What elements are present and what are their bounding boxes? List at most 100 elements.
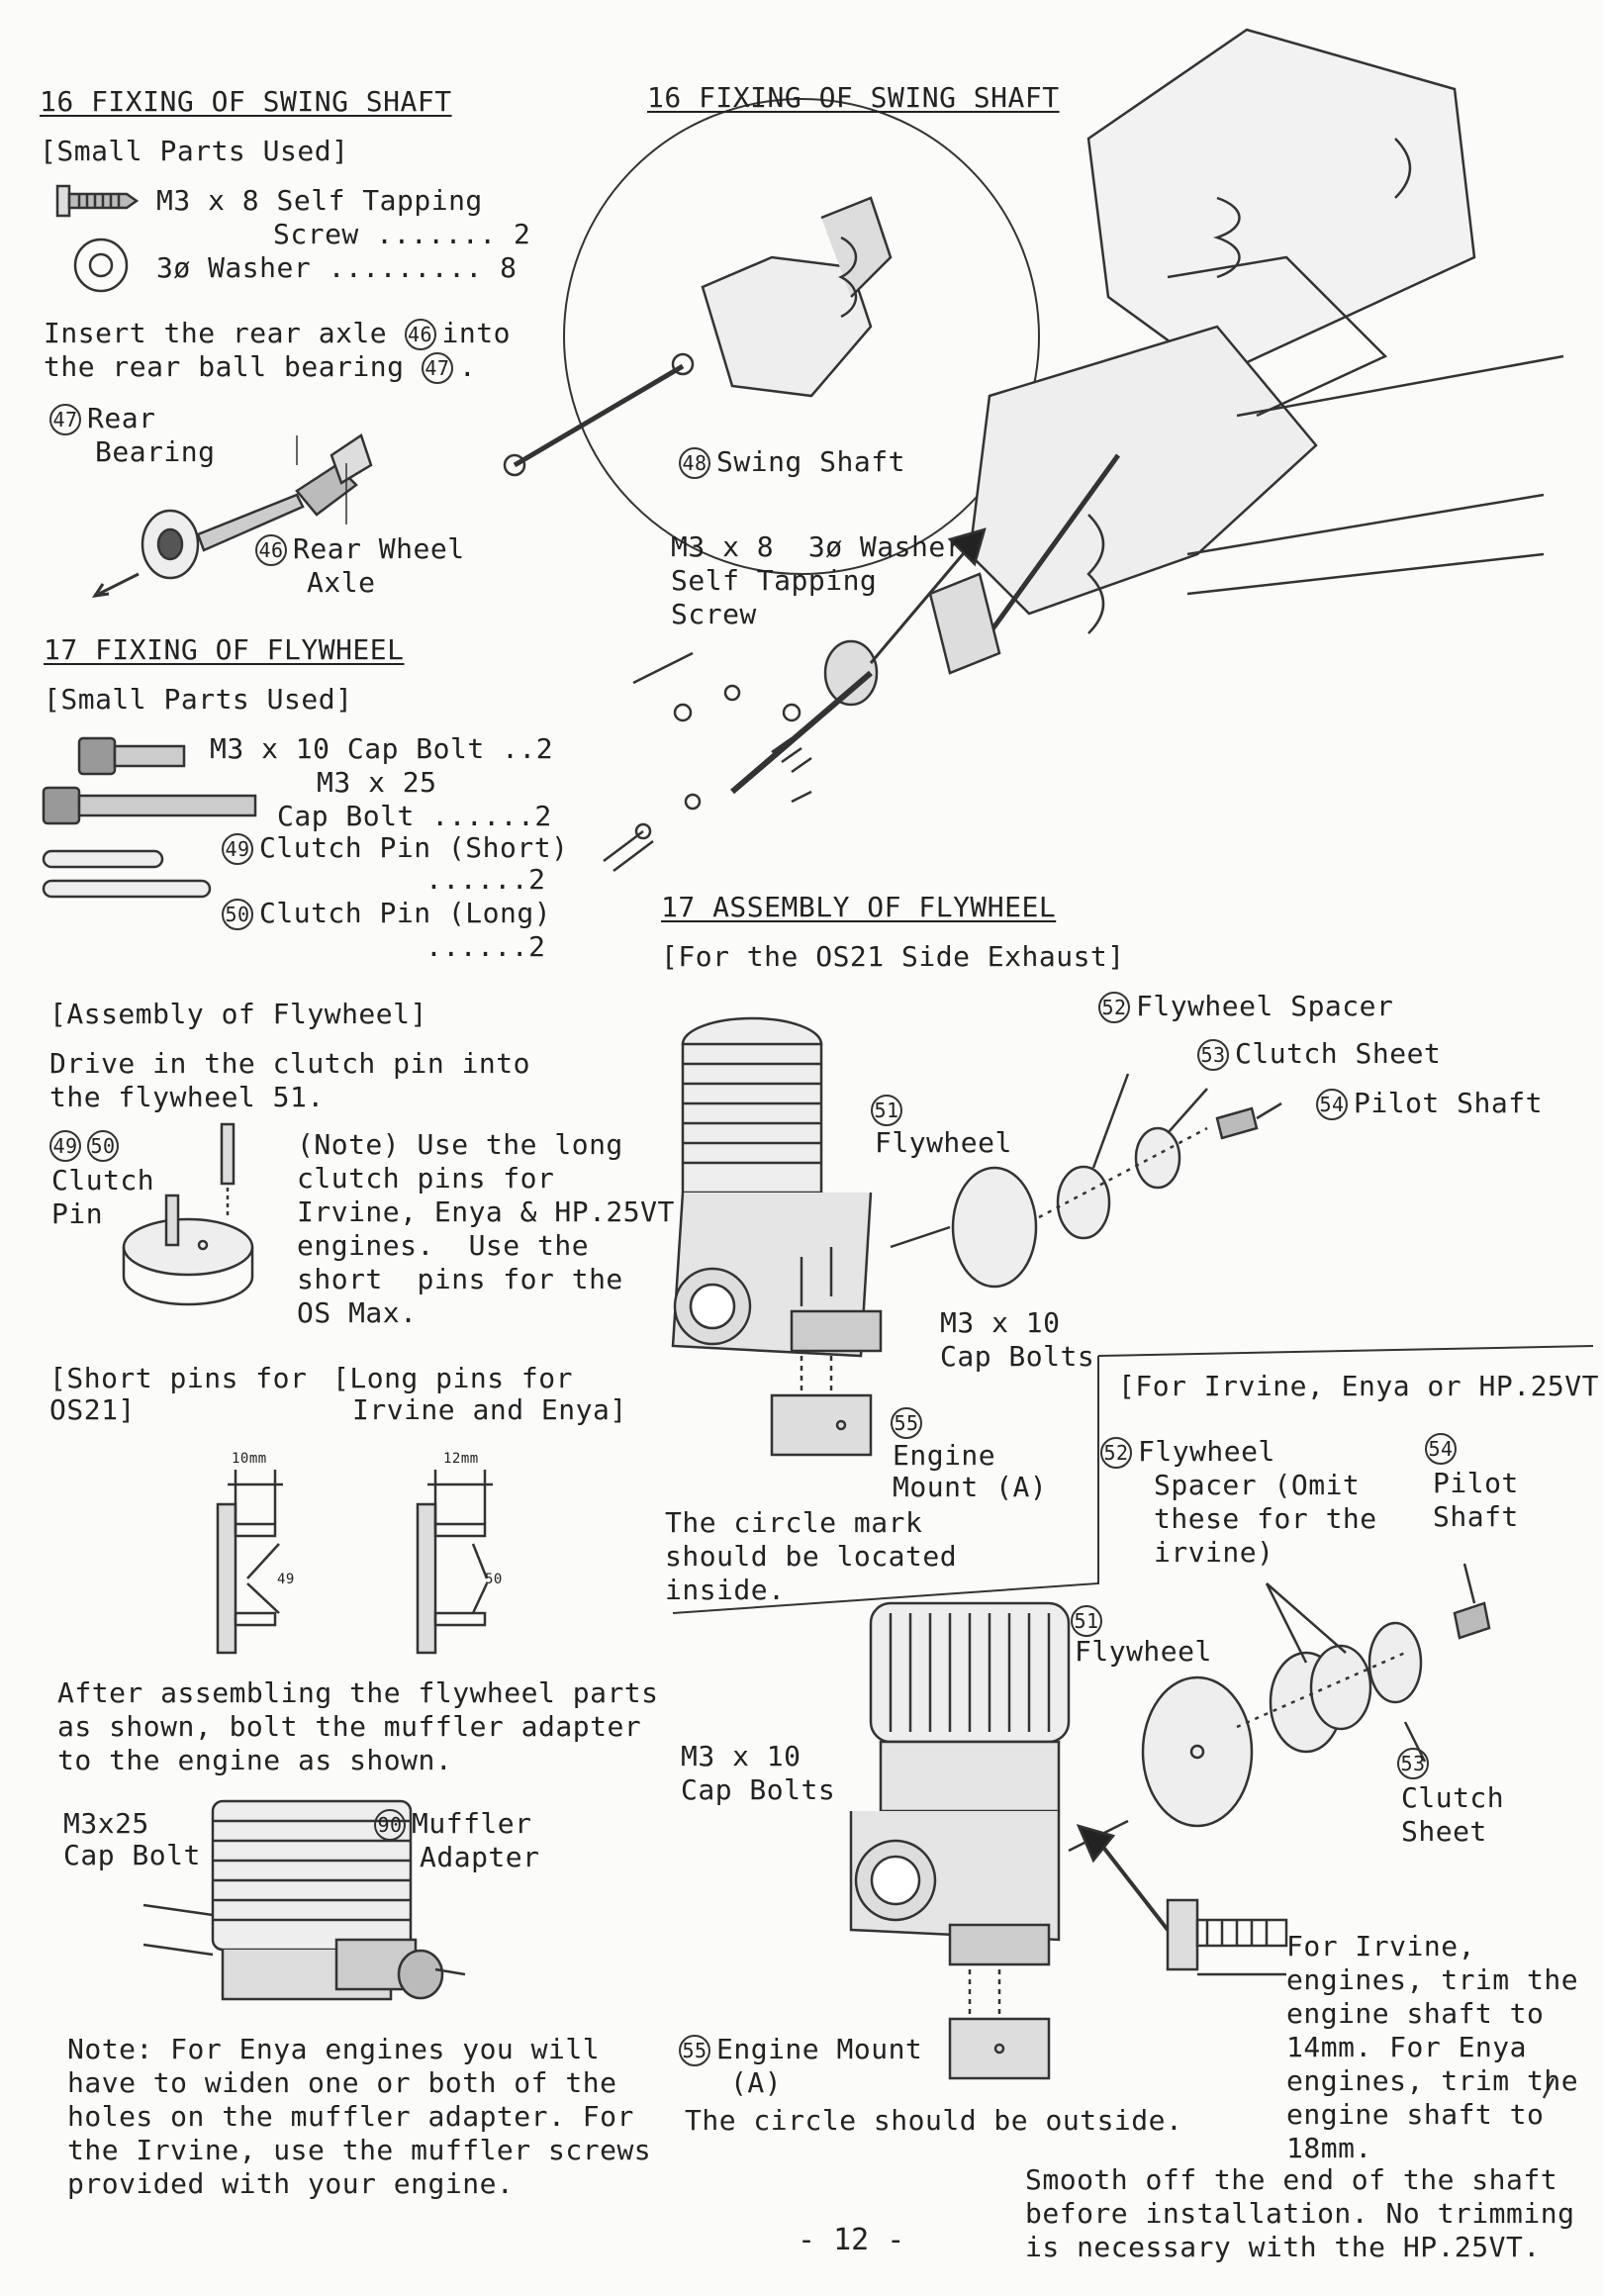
enya-note-line4: the Irvine, use the muffler screws bbox=[67, 2134, 652, 2166]
flywheel-pin-illustration bbox=[122, 1122, 254, 1306]
flywheel-num: 51 bbox=[871, 1093, 908, 1126]
washer-icon bbox=[73, 238, 129, 293]
short-pins-line2: OS21] bbox=[49, 1393, 136, 1426]
note-line3: Irvine, Enya & HP.25VT bbox=[297, 1196, 675, 1228]
cap-bolts-line2: Cap Bolts bbox=[940, 1340, 1095, 1373]
trim-line4: 14mm. For Enya bbox=[1286, 2031, 1528, 2063]
note-line1: (Note) Use the long bbox=[297, 1128, 623, 1161]
part-number-46: 46 bbox=[404, 319, 436, 350]
trim-line6: engine shaft to bbox=[1286, 2098, 1545, 2131]
sec16-part1-line1: M3 x 8 Self Tapping bbox=[156, 184, 483, 217]
irvine-clutch-line1: Clutch bbox=[1401, 1781, 1505, 1814]
irvine-cap-line2: Cap Bolts bbox=[681, 1773, 836, 1806]
circle-line1: The circle mark bbox=[665, 1506, 923, 1539]
sec16-part1-line2: Screw ....... 2 bbox=[273, 218, 531, 250]
dim-short: 10mm bbox=[232, 1451, 267, 1467]
trim-line5: engines, trim the bbox=[1286, 2064, 1579, 2097]
right-sec17-title: 17 ASSEMBLY OF FLYWHEEL bbox=[661, 891, 1057, 923]
note-line6: OS Max. bbox=[297, 1296, 418, 1329]
long-pins-line2: Irvine and Enya] bbox=[352, 1393, 627, 1426]
flywheel-label: Flywheel bbox=[875, 1126, 1012, 1159]
after-line2: as shown, bolt the muffler adapter bbox=[57, 1710, 642, 1743]
trim-line7: 18mm. bbox=[1286, 2132, 1372, 2164]
after-line1: After assembling the flywheel parts bbox=[57, 1676, 659, 1709]
screw-line1: M3 x 8 3ø Washer bbox=[671, 530, 964, 563]
irvine-spacer-line4: irvine) bbox=[1154, 1536, 1274, 1569]
irvine-flywheel-num: 51 bbox=[1071, 1603, 1108, 1637]
dim-long: 12mm bbox=[443, 1451, 479, 1467]
cap-bolt-line1: M3x25 bbox=[63, 1807, 149, 1840]
irvine-cap-line1: M3 x 10 bbox=[681, 1740, 802, 1772]
after-line3: to the engine as shown. bbox=[57, 1744, 453, 1776]
note-line5: short pins for the bbox=[297, 1263, 623, 1295]
irvine-flywheel-label: Flywheel bbox=[1075, 1635, 1212, 1668]
mount-line1: Engine bbox=[893, 1439, 996, 1472]
assembly-line2: the flywheel 51. bbox=[49, 1081, 325, 1113]
irvine-clutch-num: 53 bbox=[1397, 1746, 1435, 1779]
muffler-line2: Adapter bbox=[420, 1841, 540, 1873]
sec17-part2-line1: M3 x 25 bbox=[317, 766, 437, 799]
sec16-instr-line2: the rear ball bearing 47. bbox=[44, 350, 477, 384]
dim-long-num: 50 bbox=[485, 1572, 503, 1587]
mount-line2: Mount (A) bbox=[893, 1471, 1048, 1503]
enya-note-line1: Note: For Enya engines you will bbox=[67, 2033, 601, 2065]
cap-bolt-line2: Cap Bolt bbox=[63, 1839, 201, 1871]
irvine-pilot-line1: Pilot bbox=[1433, 1467, 1519, 1499]
sec16-part2: 3ø Washer ......... 8 bbox=[156, 251, 518, 284]
assembly-line1: Drive in the clutch pin into bbox=[49, 1047, 531, 1080]
part-number-47: 47 bbox=[421, 352, 453, 384]
right-sec17-sub: [For the OS21 Side Exhaust] bbox=[661, 940, 1125, 973]
enya-note-line3: holes on the muffler adapter. For bbox=[67, 2100, 634, 2133]
screw-line2: Self Tapping bbox=[671, 564, 878, 597]
irvine-spacer-line2: Spacer (Omit bbox=[1154, 1469, 1361, 1501]
trim-line3: engine shaft to bbox=[1286, 1997, 1545, 2030]
smooth-line3: is necessary with the HP.25VT. bbox=[1025, 2231, 1541, 2263]
page-number: - 12 - bbox=[798, 2223, 905, 2257]
smooth-line2: before installation. No trimming bbox=[1025, 2197, 1575, 2230]
cap-bolt-long-icon bbox=[42, 786, 257, 825]
sec17-part4-line2: ......2 bbox=[425, 930, 546, 963]
sec17-part2-line2: Cap Bolt ......2 bbox=[277, 800, 552, 832]
right-sec16-title: 16 FIXING OF SWING SHAFT bbox=[647, 81, 1060, 114]
sec17-title: 17 FIXING OF FLYWHEEL bbox=[44, 633, 405, 666]
screw-icon bbox=[55, 184, 140, 218]
dim-short-num: 49 bbox=[277, 1572, 295, 1587]
irvine-header: [For Irvine, Enya or HP.25VT] bbox=[1118, 1370, 1603, 1402]
trim-line1: For Irvine, bbox=[1286, 1930, 1475, 1962]
note-line4: engines. Use the bbox=[297, 1229, 590, 1262]
clutch-pin-icons bbox=[42, 849, 212, 899]
outside-line: The circle should be outside. bbox=[685, 2104, 1183, 2137]
enya-note-line2: have to widen one or both of the bbox=[67, 2066, 617, 2099]
screw-line3: Screw bbox=[671, 598, 757, 630]
enya-note-line5: provided with your engine. bbox=[67, 2167, 515, 2200]
irvine-pilot-line2: Shaft bbox=[1433, 1500, 1519, 1533]
circle-line2: should be located bbox=[665, 1540, 958, 1573]
cap-bolt-short-icon bbox=[77, 736, 186, 776]
irvine-clutch-line2: Sheet bbox=[1401, 1815, 1487, 1848]
sec17-part1: M3 x 10 Cap Bolt ..2 bbox=[210, 732, 554, 765]
mount-num: 55 bbox=[891, 1405, 928, 1439]
pin-label2: Pin bbox=[51, 1197, 104, 1230]
rear-axle-label2: Axle bbox=[307, 566, 376, 599]
sec17-part3-line2: ......2 bbox=[425, 863, 546, 896]
note-line2: clutch pins for bbox=[297, 1162, 555, 1195]
pin-label1: Clutch bbox=[51, 1164, 155, 1196]
irvine-spacer-line3: these for the bbox=[1154, 1502, 1377, 1535]
rear-bearing-label2: Bearing bbox=[95, 435, 216, 468]
sec16-title: 16 FIXING OF SWING SHAFT bbox=[40, 85, 452, 118]
irvine-pilot-num: 54 bbox=[1425, 1431, 1462, 1465]
pin-length-diagrams bbox=[216, 1470, 493, 1655]
